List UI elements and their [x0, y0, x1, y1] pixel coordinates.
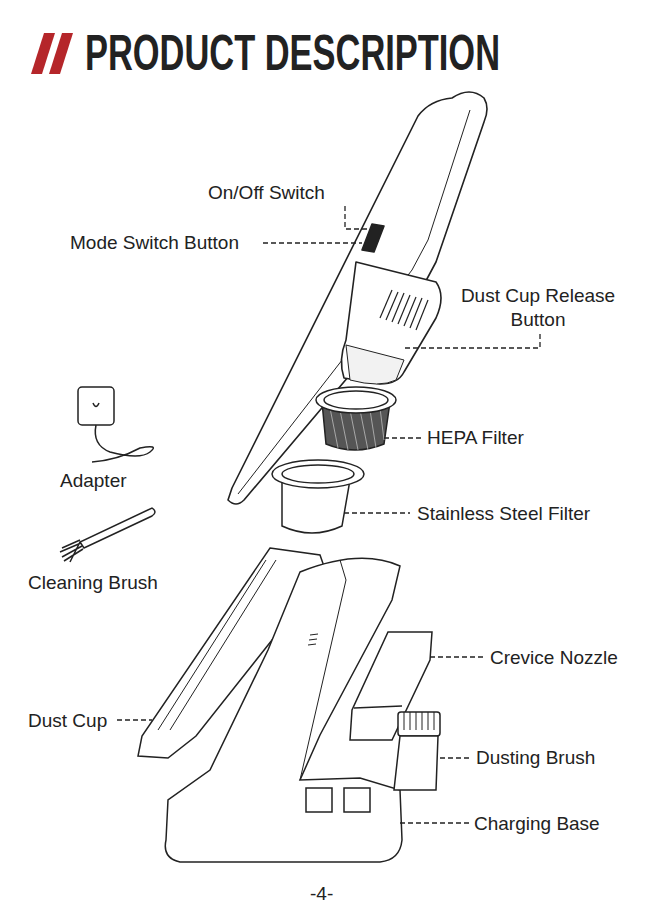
filter-rim-inner	[324, 391, 388, 409]
vent-line	[404, 297, 416, 326]
vent-line	[392, 293, 404, 322]
part-label: HEPA Filter	[427, 427, 524, 449]
part-label: Dust Cup Release Button	[450, 284, 626, 332]
adapter	[78, 387, 153, 462]
leader-line	[405, 334, 540, 348]
vent-line	[380, 290, 392, 318]
leader-line	[263, 242, 362, 243]
mesh-line	[350, 410, 358, 450]
brush-bristle	[404, 712, 434, 730]
base-marks	[308, 634, 318, 645]
part-label: Adapter	[60, 470, 127, 492]
brush-neck	[394, 736, 438, 790]
part-label: Charging Base	[474, 813, 600, 835]
base-inner	[300, 560, 346, 780]
part-label: Mode Switch Button	[70, 232, 239, 254]
motor-housing	[341, 262, 441, 384]
slash-mark	[49, 33, 73, 74]
vent-line	[386, 292, 398, 320]
brush-head	[398, 712, 440, 736]
mesh-line	[340, 410, 348, 450]
part-label: Dusting Brush	[476, 747, 595, 769]
leader-line	[430, 656, 484, 657]
adapter-cable	[92, 425, 153, 462]
leader-line	[345, 206, 378, 229]
dusting-brush	[394, 712, 440, 790]
part-label: On/Off Switch	[208, 182, 325, 204]
filter-rim-inner	[282, 465, 354, 483]
leader-line	[117, 719, 152, 720]
vent-line	[416, 300, 428, 330]
vent-lines	[380, 290, 428, 330]
title-slashes	[31, 33, 73, 74]
part-label: Stainless Steel Filter	[417, 503, 590, 525]
leader-line	[344, 512, 410, 513]
cleaning-brush	[60, 508, 155, 562]
filter-rim	[272, 460, 364, 488]
switch-panel	[362, 224, 384, 252]
mesh-line	[360, 410, 368, 450]
page-title: PRODUCT DESCRIPTION	[85, 28, 500, 78]
leader-line	[384, 437, 422, 438]
mesh-line	[370, 410, 376, 448]
nozzle-ring	[354, 706, 402, 708]
filter-mesh	[330, 408, 384, 450]
leader-line	[400, 822, 469, 823]
adapter-plug	[78, 387, 114, 425]
filter-rim	[316, 387, 396, 413]
mesh-line	[330, 408, 338, 448]
leader-line	[440, 757, 471, 758]
part-label: Dust Cup	[28, 710, 107, 732]
adapter-mark	[93, 403, 99, 407]
base-slot	[306, 788, 370, 812]
dust-cup-window	[346, 345, 404, 384]
mesh-line	[380, 408, 384, 440]
vent-line	[398, 295, 410, 324]
vent-line	[410, 298, 422, 328]
brush-bristles	[60, 540, 83, 562]
brush-handle	[80, 508, 155, 548]
page-number: -4-	[310, 883, 333, 905]
part-label: Crevice Nozzle	[490, 647, 618, 669]
stainless-filter	[272, 460, 364, 533]
part-label: Cleaning Brush	[28, 572, 158, 594]
hepa-filter	[316, 387, 396, 450]
